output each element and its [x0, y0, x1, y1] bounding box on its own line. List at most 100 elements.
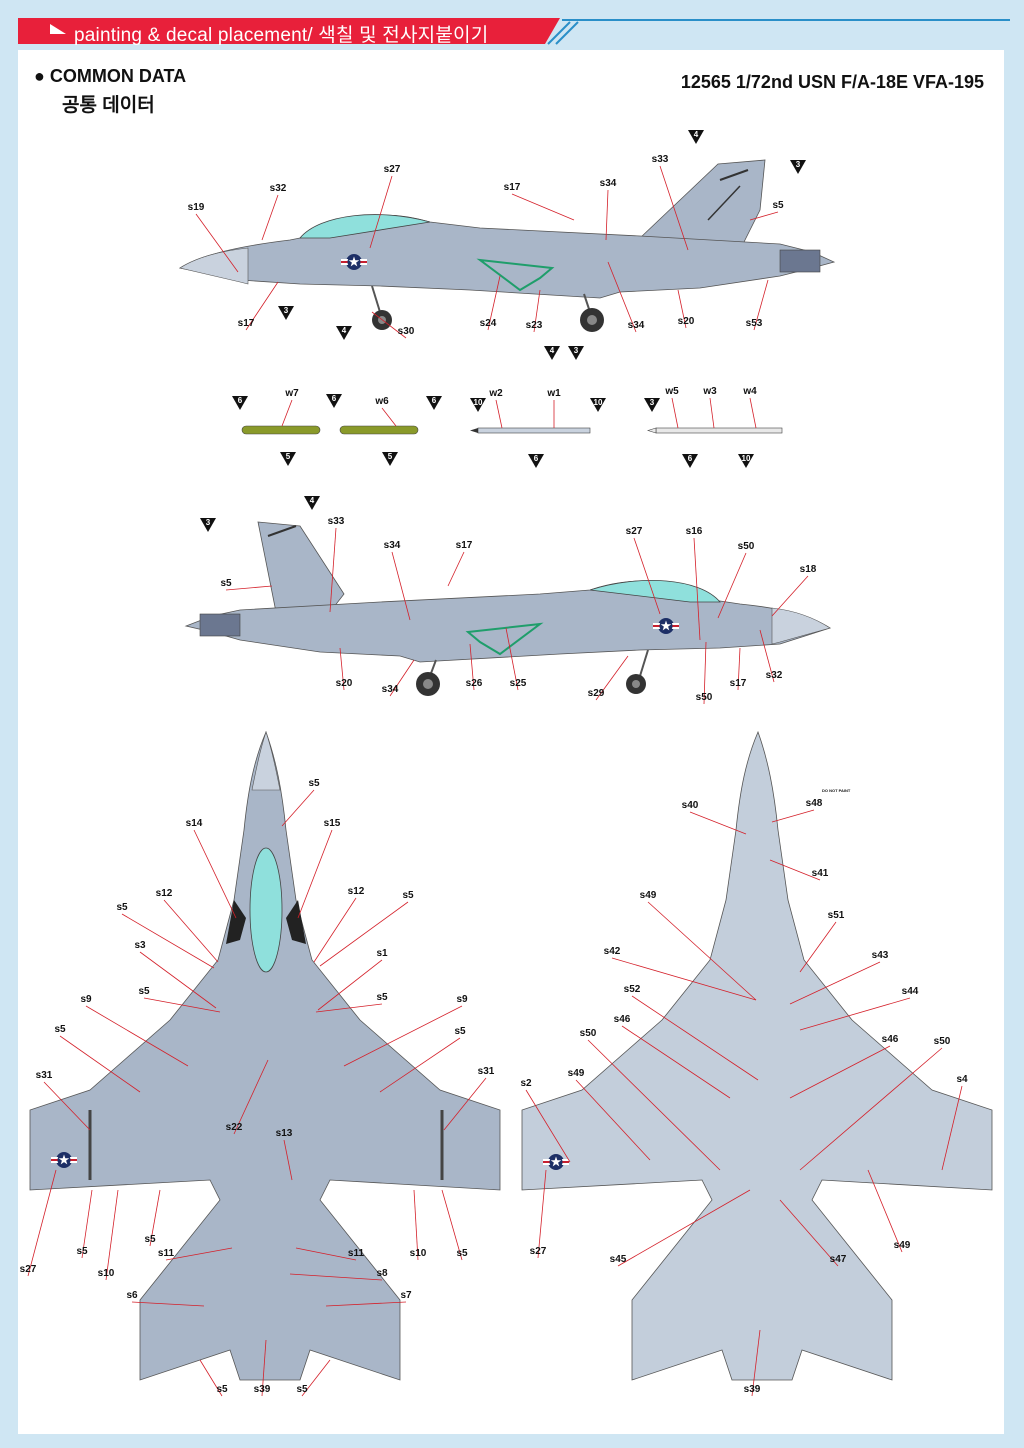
weapons-leader-5	[709, 397, 715, 429]
weapons-label-2: w2	[488, 388, 503, 399]
weapons-marker-number-4: 5	[388, 452, 393, 461]
side_view_1-leader-10	[371, 311, 407, 339]
bottom_view-leader-1	[771, 809, 815, 823]
side_view_1-leader-3	[245, 281, 279, 331]
side_view_2-leader-6	[717, 552, 747, 619]
bottom_view-label-10: s46	[882, 1034, 899, 1045]
top_view-leader-21	[105, 1189, 119, 1281]
top_view-label-14: s5	[454, 1026, 466, 1037]
bottom_view-label-16: s27	[530, 1246, 547, 1257]
side_view_2-label-12: s29	[588, 688, 605, 699]
top_view-leader-29	[325, 1301, 407, 1307]
top_view-leader-9	[143, 997, 221, 1013]
top-view	[29, 730, 501, 1381]
top_view-label-9: s5	[138, 986, 150, 997]
weapons-marker-icon-10: 10	[738, 454, 754, 468]
bottom_view-leader-16	[537, 1169, 547, 1259]
bottom_view-label-1: s48	[806, 798, 823, 809]
side_view_1-leader-12	[677, 289, 687, 329]
weapons-marker-number-7: 6	[534, 454, 539, 463]
side_view_1-label-4: s34	[600, 178, 617, 189]
top_view-label-22: s5	[144, 1234, 156, 1245]
top_view-leader-18	[283, 1139, 293, 1181]
top_view-leader-14	[379, 1037, 461, 1093]
side_view_2-leader-3	[225, 585, 273, 591]
top_view-leader-24	[295, 1247, 357, 1261]
side_view_2-marker-number-0: 3	[206, 518, 211, 527]
bottom_view-label-14: s2	[520, 1078, 532, 1089]
weapons-marker-number-8: 3	[650, 398, 655, 407]
side_view_1-leader-9	[533, 289, 541, 333]
side_view_2-marker-icon-1: 4	[304, 496, 320, 510]
weapons-marker-icon-5: 10	[470, 398, 486, 412]
side_view_1-marker-icon-4: 4	[544, 346, 560, 360]
top_view-label-21: s10	[98, 1268, 115, 1279]
side_view_2-leader-4	[633, 537, 661, 615]
bottom_view-label-6: s43	[872, 950, 889, 961]
side_view_1-marker-number-2: 3	[284, 306, 289, 315]
bottom_view-leader-12	[799, 1047, 943, 1171]
side_view_1-marker-number-0: 4	[694, 130, 699, 139]
side_view_2-marker-icon-0: 3	[200, 518, 216, 532]
side_view_1-leader-4	[605, 189, 609, 241]
bottom_view-label-7: s52	[624, 984, 641, 995]
section-title: ● COMMON DATA	[34, 66, 187, 86]
side-view-left	[178, 159, 836, 332]
bottom_view-label-2: s41	[812, 868, 829, 879]
side_view_1-leader-0	[369, 175, 393, 249]
top_view-label-15: s31	[36, 1070, 53, 1081]
side_view_2-label-3: s5	[220, 578, 232, 589]
weapons-marker-number-10: 10	[742, 454, 751, 463]
top_view-label-2: s15	[324, 818, 341, 829]
side_view_1-label-12: s20	[678, 316, 695, 327]
section-title-text: COMMON DATA	[49, 66, 187, 86]
top_view-label-17: s22	[226, 1122, 243, 1133]
top_view-label-8: s1	[376, 948, 388, 959]
bottom_view-leader-3	[647, 901, 757, 1001]
weapons-marker-number-0: 6	[238, 396, 243, 405]
top_view-label-20: s5	[76, 1246, 88, 1257]
header-band-graphic	[18, 18, 1010, 45]
weapons-marker-icon-6: 10	[590, 398, 606, 412]
side_view_2-label-0: s33	[328, 516, 345, 527]
header-arrow-icon	[50, 24, 66, 34]
weapons-label-6: w4	[742, 386, 757, 397]
top_view-label-27: s8	[376, 1268, 388, 1279]
side_view_2-leader-11	[505, 627, 519, 691]
top_view-label-4: s12	[348, 886, 365, 897]
top_view-label-24: s11	[348, 1248, 365, 1259]
bottom-view: DO NOT PAINT	[521, 730, 993, 1381]
side_view_1-label-0: s27	[384, 164, 401, 175]
top_view-label-28: s6	[126, 1290, 138, 1301]
bottom_view-label-8: s44	[902, 986, 919, 997]
top_view-label-12: s9	[456, 994, 468, 1005]
weapons-row	[241, 425, 783, 435]
weapons-leader-0	[281, 399, 293, 427]
bottom_view-leader-10	[789, 1045, 891, 1099]
top_view-leader-6	[121, 913, 215, 969]
side_view_2-leader-13	[703, 641, 707, 705]
side_view_1-marker-number-3: 4	[342, 326, 347, 335]
top_view-leader-16	[443, 1077, 487, 1131]
weapons-marker-number-3: 5	[286, 452, 291, 461]
weapons-marker-icon-9: 6	[682, 454, 698, 468]
side_view_1-marker-icon-2: 3	[278, 306, 294, 320]
bottom_view-leader-19	[867, 1169, 903, 1253]
weapons-marker-icon-1: 6	[326, 394, 342, 408]
side_view_1-label-1: s32	[270, 183, 287, 194]
side_view_2-label-15: s32	[766, 670, 783, 681]
top_view-leader-3	[163, 899, 219, 963]
top_view-label-7: s3	[134, 940, 146, 951]
bottom_view-leader-7	[631, 995, 759, 1081]
side_view_2-label-6: s50	[738, 541, 755, 552]
bottom_view-label-13: s49	[568, 1068, 585, 1079]
top_view-leader-13	[59, 1035, 141, 1093]
top_view-label-23: s11	[158, 1248, 175, 1259]
top_view-label-16: s31	[478, 1066, 495, 1077]
top_view-leader-11	[85, 1005, 189, 1067]
bottom_view-leader-11	[587, 1039, 721, 1171]
side_view_1-marker-icon-3: 4	[336, 326, 352, 340]
section-title-ko: 공통 데이터	[62, 95, 155, 116]
